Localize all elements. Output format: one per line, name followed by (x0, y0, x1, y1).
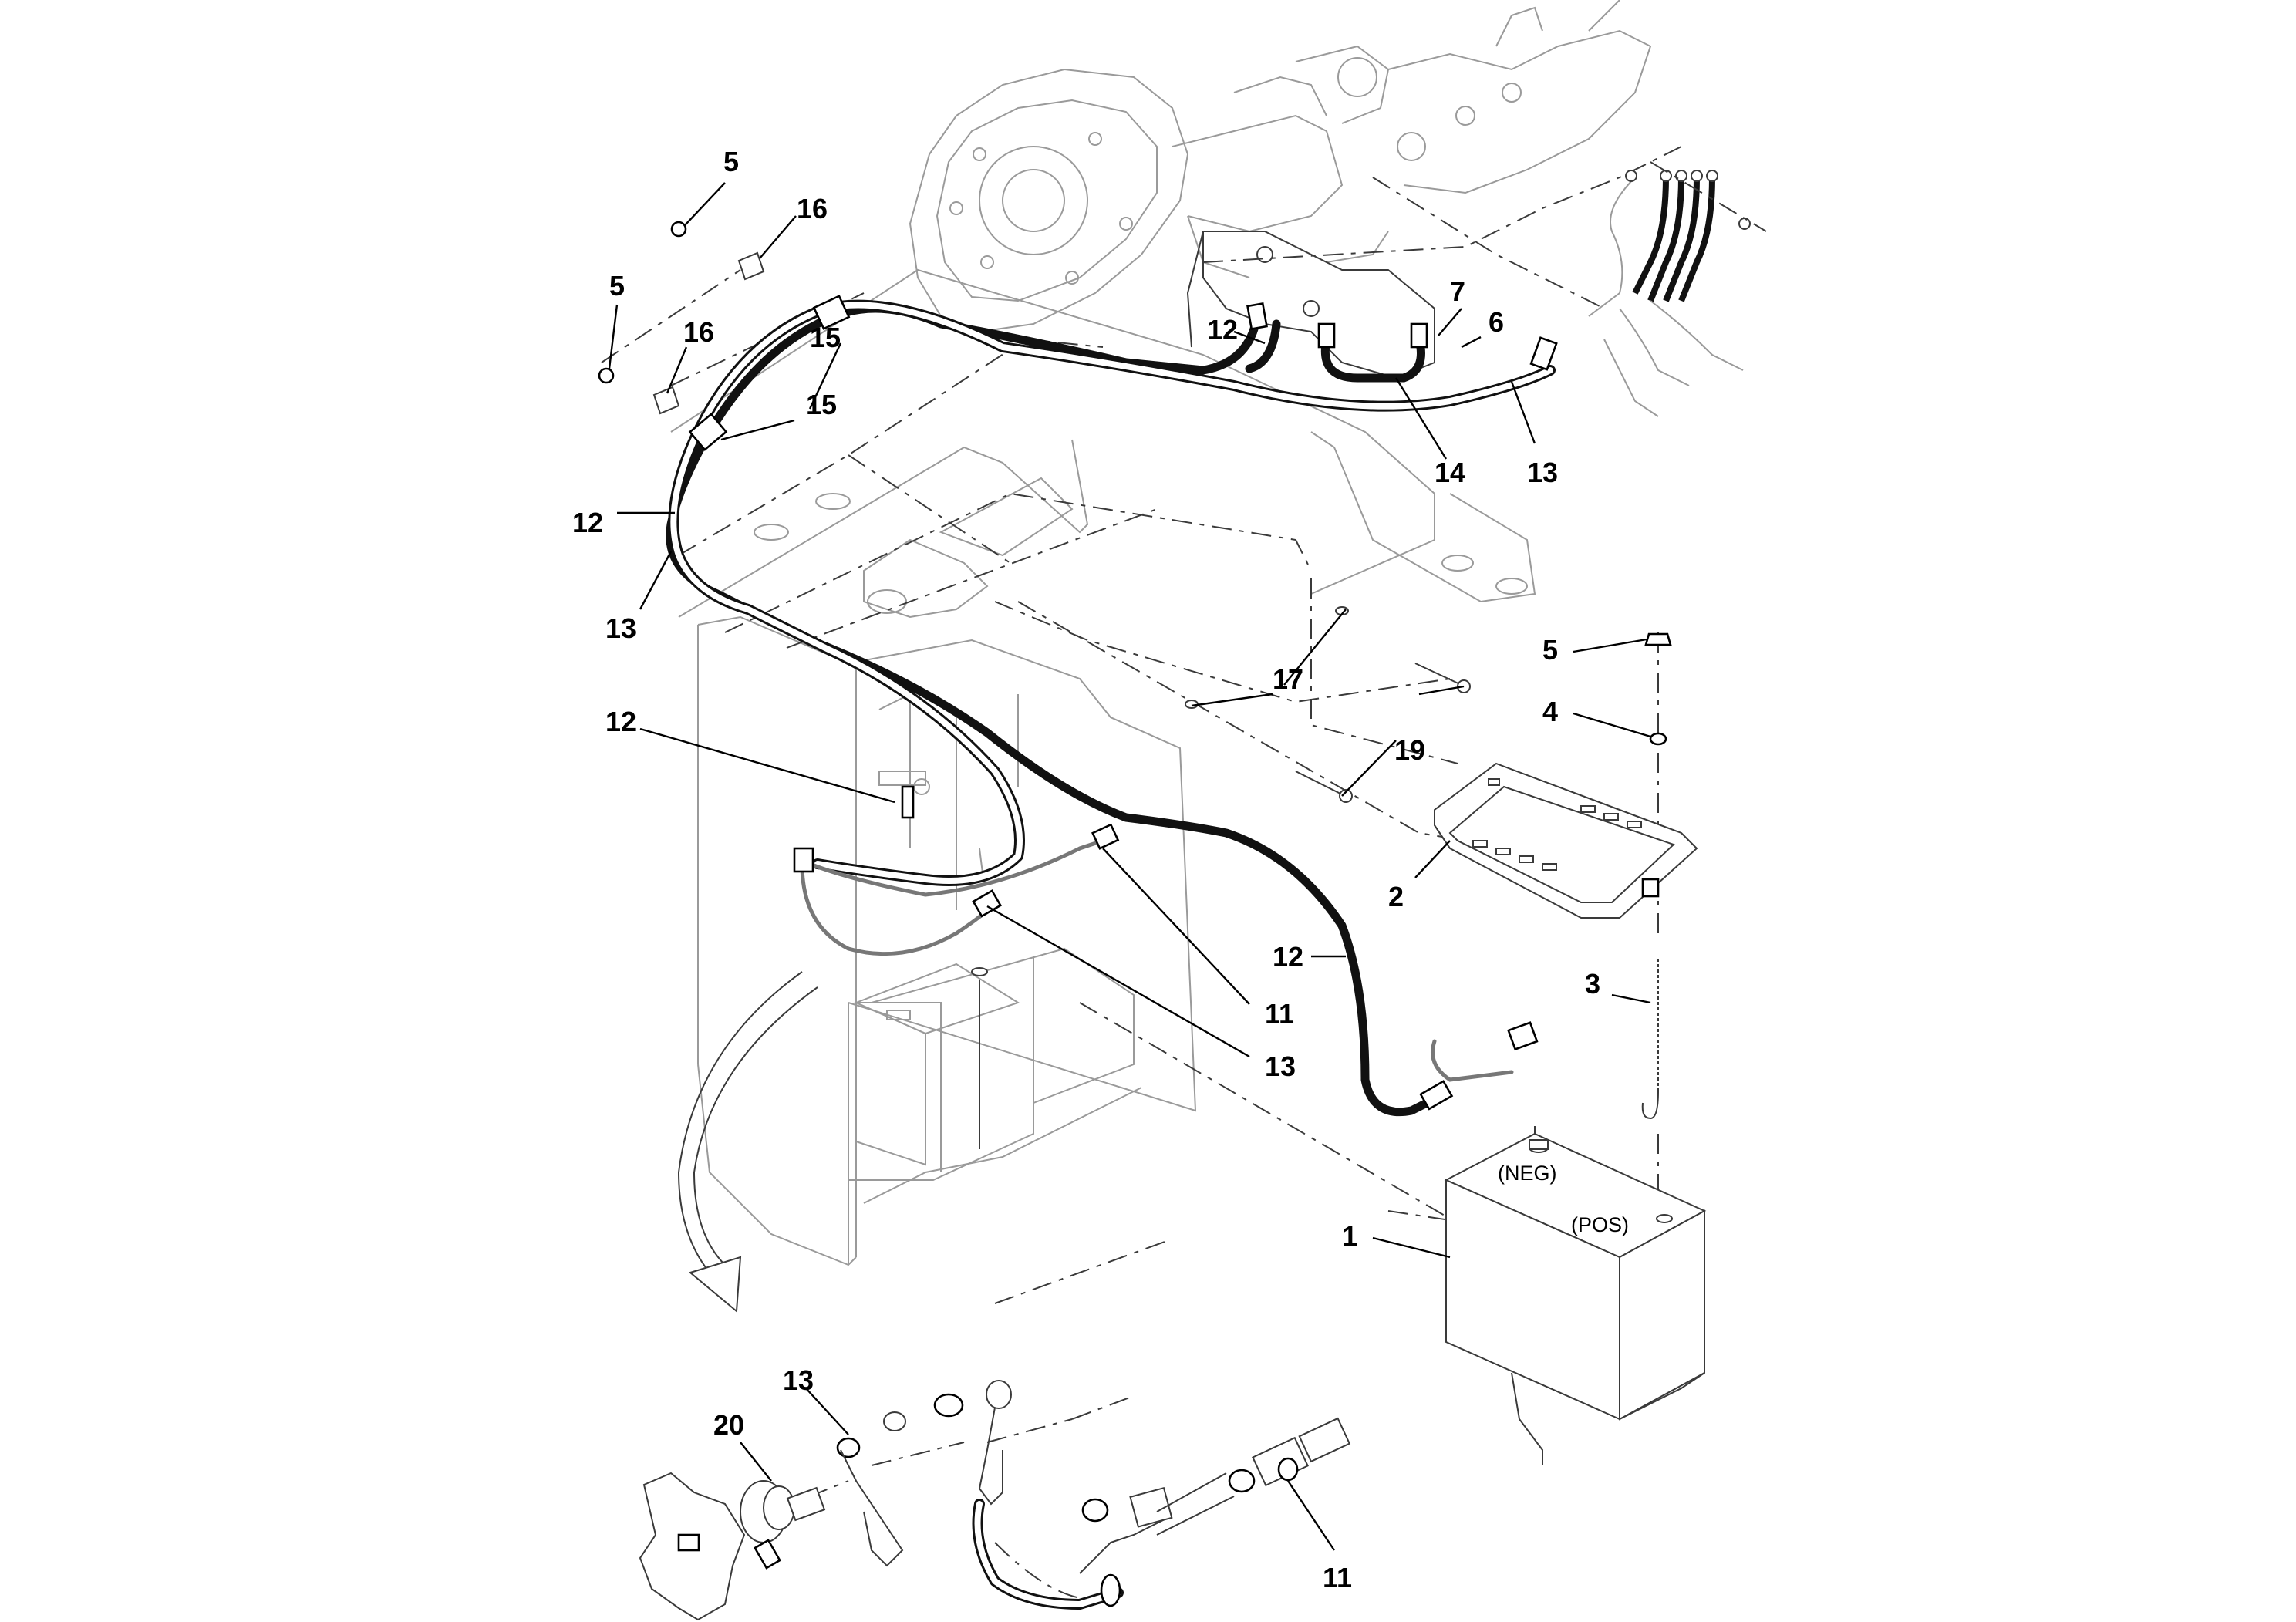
cable-11-ground (800, 862, 990, 956)
starter-mount-plate (1186, 231, 1435, 379)
callout-12-panel: 12 (605, 706, 636, 737)
callout-13-left: 13 (605, 612, 636, 644)
transmission-housing (1326, 0, 1652, 263)
callout-5-top: 5 (723, 146, 739, 177)
rear-battery (854, 963, 1020, 1166)
callout-12-left: 12 (572, 507, 603, 538)
battery-mount-panel (697, 615, 1197, 1266)
callout-12-starter: 12 (1207, 314, 1238, 346)
callout-13-detail: 13 (783, 1364, 814, 1396)
cable-clamps (598, 221, 851, 451)
callout-13-starter: 13 (1527, 457, 1558, 488)
wire-harness (1588, 161, 1767, 417)
callout-11-panel: 11 (1265, 998, 1294, 1030)
callout-1: 1 (1342, 1220, 1357, 1252)
cable-12-starter-jumper (1245, 319, 1281, 373)
washer-16-upper (737, 251, 765, 281)
washer-16-lower (652, 386, 680, 415)
battery-tray (1434, 762, 1698, 919)
cable-11-detail (972, 1380, 1351, 1610)
battery (1444, 1132, 1707, 1465)
callout-14: 14 (1435, 457, 1465, 488)
callout-16-left: 16 (683, 316, 714, 348)
callout-15-lower: 15 (806, 389, 837, 420)
callout-6: 6 (1489, 306, 1504, 338)
callout-3: 3 (1585, 968, 1600, 1000)
callout-17: 17 (1273, 663, 1303, 695)
callout-16-top: 16 (797, 193, 828, 224)
callout-12-lower: 12 (1273, 941, 1303, 973)
nut-5-lower (598, 367, 615, 384)
disconnect-switch-detail (639, 1393, 964, 1621)
callout-7: 7 (1450, 275, 1465, 307)
terminal-pos-label: (POS) (1571, 1213, 1629, 1236)
callout-5-battery: 5 (1542, 634, 1558, 666)
callout-11-detail: 11 (1323, 1562, 1352, 1593)
nut-5-upper (670, 221, 687, 238)
cable-terminals (793, 302, 1558, 1111)
callout-5-left: 5 (609, 270, 625, 302)
cable-12-main (666, 304, 1431, 1117)
callout-20: 20 (713, 1409, 744, 1441)
cable-14 (1320, 335, 1425, 383)
terminal-neg-label: (NEG) (1498, 1162, 1557, 1185)
hold-down-rod (1641, 632, 1672, 1120)
mounting-bolts (1185, 606, 1471, 803)
callout-2: 2 (1388, 881, 1404, 912)
leader-lines (608, 182, 1651, 1551)
detail-arrow (677, 971, 818, 1313)
callout-15-upper: 15 (810, 322, 841, 353)
callout-4: 4 (1542, 696, 1558, 727)
callout-13-panel: 13 (1265, 1050, 1296, 1082)
chassis-frame (670, 268, 1536, 619)
callout-labels: 5 16 5 16 15 15 12 13 12 12 7 6 14 13 17… (572, 146, 1600, 1593)
callout-19: 19 (1394, 734, 1425, 766)
